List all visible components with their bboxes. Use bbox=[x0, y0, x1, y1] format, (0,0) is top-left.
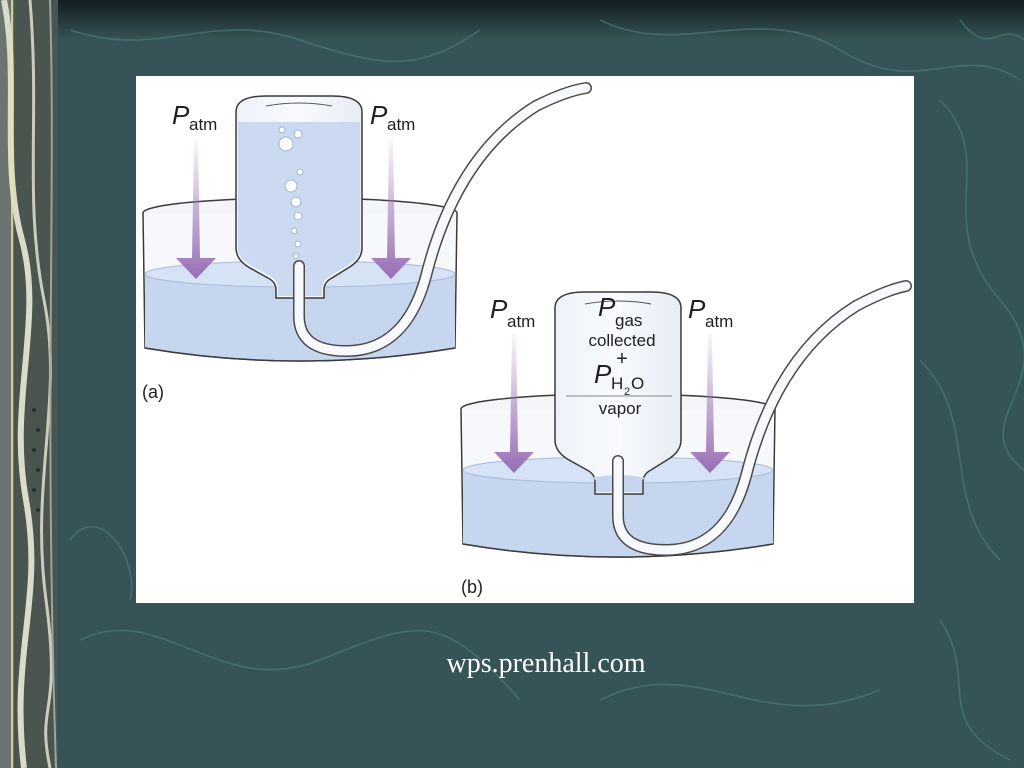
caption-b: (b) bbox=[461, 577, 483, 597]
p-atm-a-right-symbol: P bbox=[370, 100, 388, 130]
tube-a bbox=[294, 83, 591, 356]
bottle-a-water bbox=[238, 122, 360, 296]
gas-collection-diagram: P atm P atm (a) P bbox=[142, 82, 912, 597]
figure-panel: P atm P atm (a) P bbox=[136, 76, 914, 603]
p-atm-a-left-symbol: P bbox=[172, 100, 190, 130]
panel-b: P atm P atm P gas collected + P H 2 O va… bbox=[460, 280, 912, 597]
contour-lines bbox=[69, 19, 1024, 761]
p-atm-b-left-symbol: P bbox=[490, 294, 508, 324]
bottle-b bbox=[554, 291, 682, 495]
p-water-sub-o: O bbox=[631, 374, 644, 393]
pressure-arrow-a-right bbox=[371, 140, 411, 279]
p-gas-sub-line2: collected bbox=[588, 331, 655, 350]
plus-sign: + bbox=[616, 348, 628, 370]
pressure-arrow-b-left bbox=[494, 334, 534, 473]
caption-a: (a) bbox=[142, 382, 164, 402]
p-water-sub-h: H bbox=[611, 374, 623, 393]
p-gas-sub: gas bbox=[615, 311, 642, 330]
tube-b bbox=[613, 281, 911, 555]
pressure-arrow-a-left bbox=[176, 140, 216, 279]
decorative-side-strip bbox=[0, 0, 58, 768]
source-credit: wps.prenhall.com bbox=[0, 648, 1024, 680]
gas-bubbles bbox=[278, 126, 304, 259]
p-atm-b-right-symbol: P bbox=[688, 294, 706, 324]
p-water-sub-line2: vapor bbox=[599, 399, 642, 418]
p-atm-a-right-sub: atm bbox=[387, 115, 415, 134]
source-credit-text: wps.prenhall.com bbox=[446, 648, 646, 679]
p-atm-b-right-sub: atm bbox=[705, 312, 733, 331]
p-atm-b-left-sub: atm bbox=[507, 312, 535, 331]
panel-a: P atm P atm (a) bbox=[142, 82, 592, 402]
p-water-symbol: P bbox=[594, 359, 612, 389]
pressure-arrow-b-right bbox=[690, 334, 730, 473]
p-atm-a-left-sub: atm bbox=[189, 115, 217, 134]
p-water-sub-num: 2 bbox=[624, 386, 630, 398]
p-gas-symbol: P bbox=[598, 292, 616, 322]
